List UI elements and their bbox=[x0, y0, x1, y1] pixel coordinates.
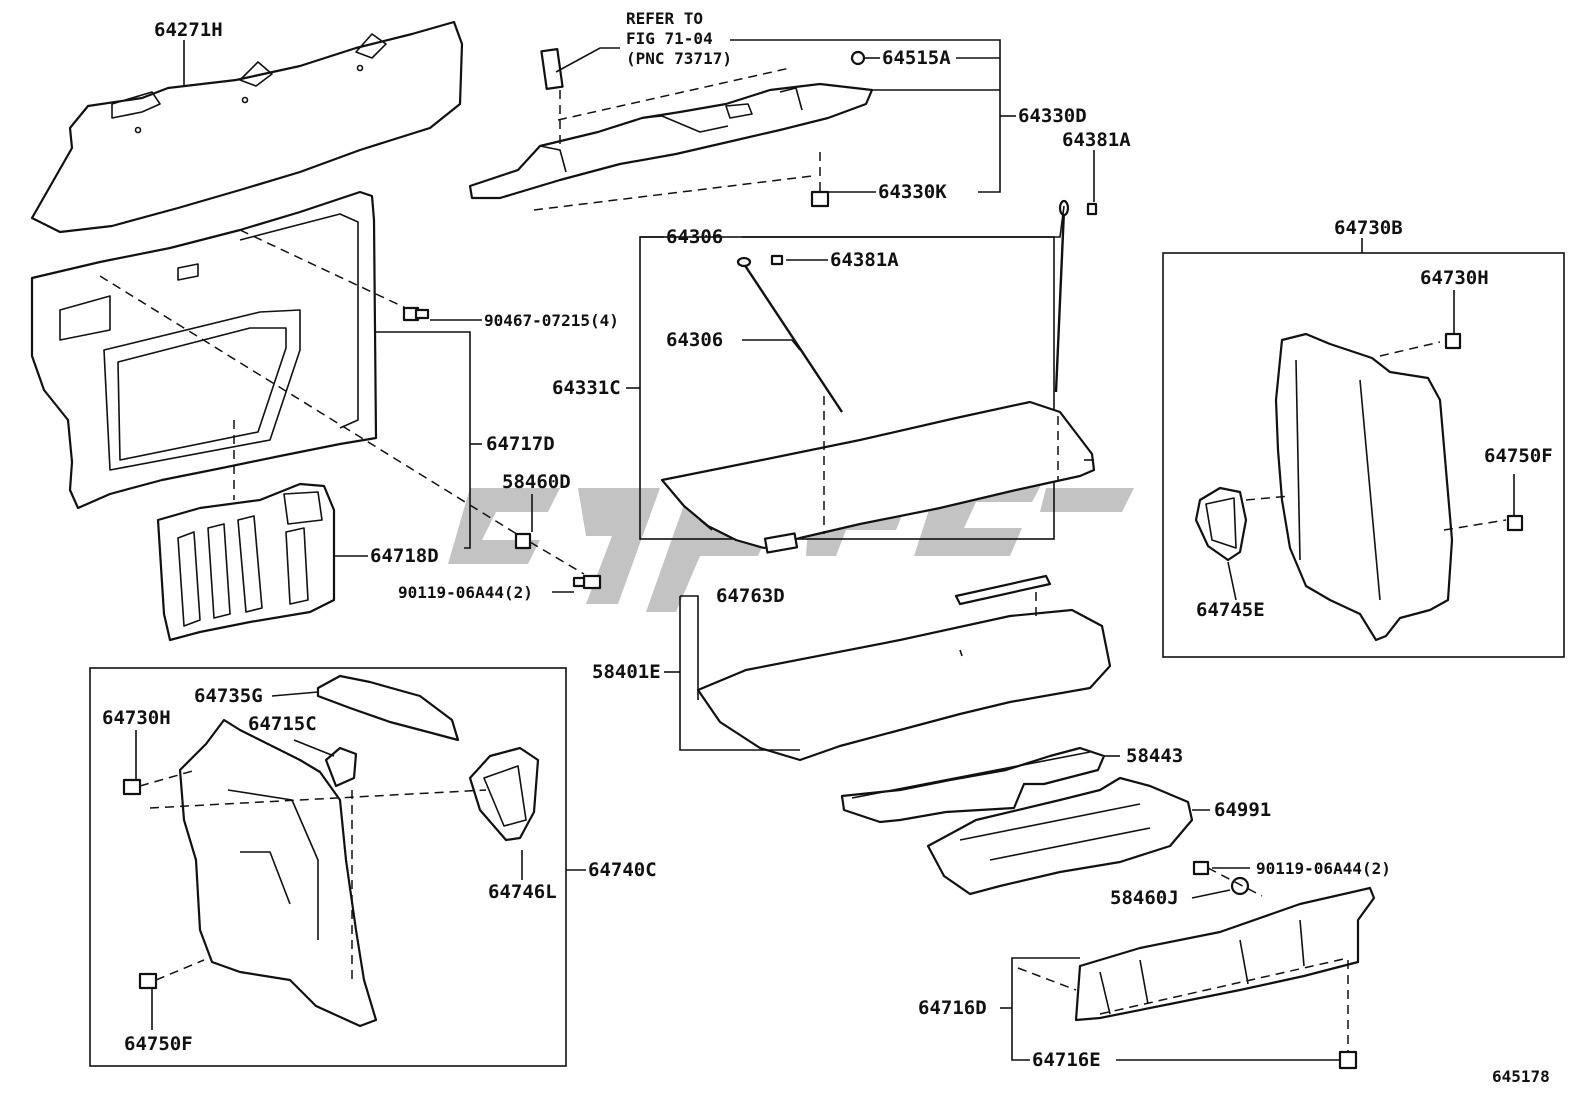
label-64306-mid: 64306 bbox=[666, 329, 723, 351]
figure-number: 645178 bbox=[1492, 1067, 1550, 1086]
label-64730B: 64730B bbox=[1334, 217, 1403, 239]
leader-lines bbox=[135, 39, 1515, 1061]
label-64716E: 64716E bbox=[1032, 1049, 1101, 1071]
label-64306-top: 64306 bbox=[666, 226, 723, 248]
label-64381A-top: 64381A bbox=[1062, 129, 1131, 151]
label-64730H-right: 64730H bbox=[1420, 267, 1489, 289]
label-64750F-left: 64750F bbox=[124, 1033, 193, 1055]
label-58460J: 58460J bbox=[1110, 887, 1179, 909]
refer-note-line-2: FIG 71-04 bbox=[626, 29, 713, 48]
align-line bbox=[155, 959, 205, 981]
align-line bbox=[1245, 495, 1291, 501]
label-58401E: 58401E bbox=[592, 661, 661, 683]
label-90119-06A44-right: 90119-06A44(2) bbox=[1256, 859, 1391, 878]
align-line bbox=[557, 67, 791, 121]
part-64330D-deck-trim bbox=[468, 82, 874, 200]
label-64763D: 64763D bbox=[716, 585, 785, 607]
align-line bbox=[149, 789, 487, 809]
part-58401E-floor-board bbox=[696, 608, 1112, 762]
label-64717D: 64717D bbox=[486, 433, 555, 455]
label-64715C: 64715C bbox=[248, 713, 317, 735]
label-64716D: 64716D bbox=[918, 997, 987, 1019]
align-line bbox=[1443, 519, 1507, 531]
align-line bbox=[1017, 967, 1077, 991]
label-64718D: 64718D bbox=[370, 545, 439, 567]
part-64331C-tonneau-cover bbox=[660, 400, 1096, 554]
label-90467-07215: 90467-07215(4) bbox=[484, 311, 619, 330]
label-64381A-mid: 64381A bbox=[830, 249, 899, 271]
part-64745E-cover bbox=[1194, 486, 1248, 562]
clip-64515A bbox=[850, 50, 866, 66]
label-64740C: 64740C bbox=[588, 859, 657, 881]
part-64715C-lid bbox=[324, 746, 358, 788]
part-64735G-cover bbox=[316, 674, 460, 742]
part-64717D-back-panel bbox=[30, 190, 378, 510]
refer-note-line-1: REFER TO bbox=[626, 9, 703, 28]
align-line bbox=[533, 175, 813, 211]
label-64735G: 64735G bbox=[194, 685, 263, 707]
part-64763D-strap bbox=[954, 574, 1052, 606]
align-line bbox=[99, 275, 521, 537]
part-58443-sill bbox=[840, 746, 1106, 824]
part-64271H-panel bbox=[30, 20, 464, 234]
clip-64716E bbox=[1338, 1050, 1358, 1070]
align-line bbox=[1207, 867, 1263, 897]
align-line bbox=[1379, 341, 1441, 357]
part-64746L-cover bbox=[468, 746, 540, 842]
cap-64381A-mid bbox=[770, 254, 784, 266]
part-64991-tray bbox=[926, 776, 1194, 896]
clip-64730H-right bbox=[1444, 332, 1462, 350]
label-58460D: 58460D bbox=[502, 471, 571, 493]
label-64515A: 64515A bbox=[882, 47, 951, 69]
clip-90467 bbox=[402, 306, 430, 322]
label-64991: 64991 bbox=[1214, 799, 1271, 821]
label-64730H-left: 64730H bbox=[102, 707, 171, 729]
bolt-90119-right bbox=[1192, 860, 1210, 876]
clip-64750F-right bbox=[1506, 514, 1524, 532]
align-line bbox=[1099, 957, 1349, 1015]
frame-64740C-group bbox=[89, 667, 567, 1067]
label-90119-06A44-left: 90119-06A44(2) bbox=[398, 583, 533, 602]
part-64730B-side-panel bbox=[1274, 332, 1454, 642]
label-58443: 58443 bbox=[1126, 745, 1183, 767]
label-64330K: 64330K bbox=[878, 181, 947, 203]
align-line bbox=[139, 769, 197, 787]
align-line bbox=[529, 541, 585, 575]
label-64745E: 64745E bbox=[1196, 599, 1265, 621]
label-64331C: 64331C bbox=[552, 377, 621, 399]
clip-58460D bbox=[514, 532, 532, 550]
bolt-90119-left bbox=[572, 574, 602, 590]
part-refer-clip bbox=[540, 47, 564, 91]
clip-64730H-left bbox=[122, 778, 142, 796]
label-64750F-right: 64750F bbox=[1484, 445, 1553, 467]
part-64740C-side-panel bbox=[178, 718, 378, 1028]
align-line bbox=[239, 229, 411, 311]
label-64330D: 64330D bbox=[1018, 105, 1087, 127]
part-64716D-scuff-plate bbox=[1074, 886, 1376, 1022]
frame-64730B-group bbox=[1162, 252, 1565, 658]
label-64746L: 64746L bbox=[488, 881, 557, 903]
part-64718D-mat bbox=[156, 482, 336, 642]
clip-64330K bbox=[810, 190, 830, 208]
part-64306-rod-left bbox=[736, 256, 844, 413]
part-64306-rod-right bbox=[1054, 199, 1070, 393]
clip-64750F-left bbox=[138, 972, 158, 990]
cap-64381A-top bbox=[1086, 202, 1098, 216]
label-64271H: 64271H bbox=[154, 19, 223, 41]
clip-58460J bbox=[1230, 876, 1250, 896]
refer-note-line-3: (PNC 73717) bbox=[626, 49, 732, 68]
